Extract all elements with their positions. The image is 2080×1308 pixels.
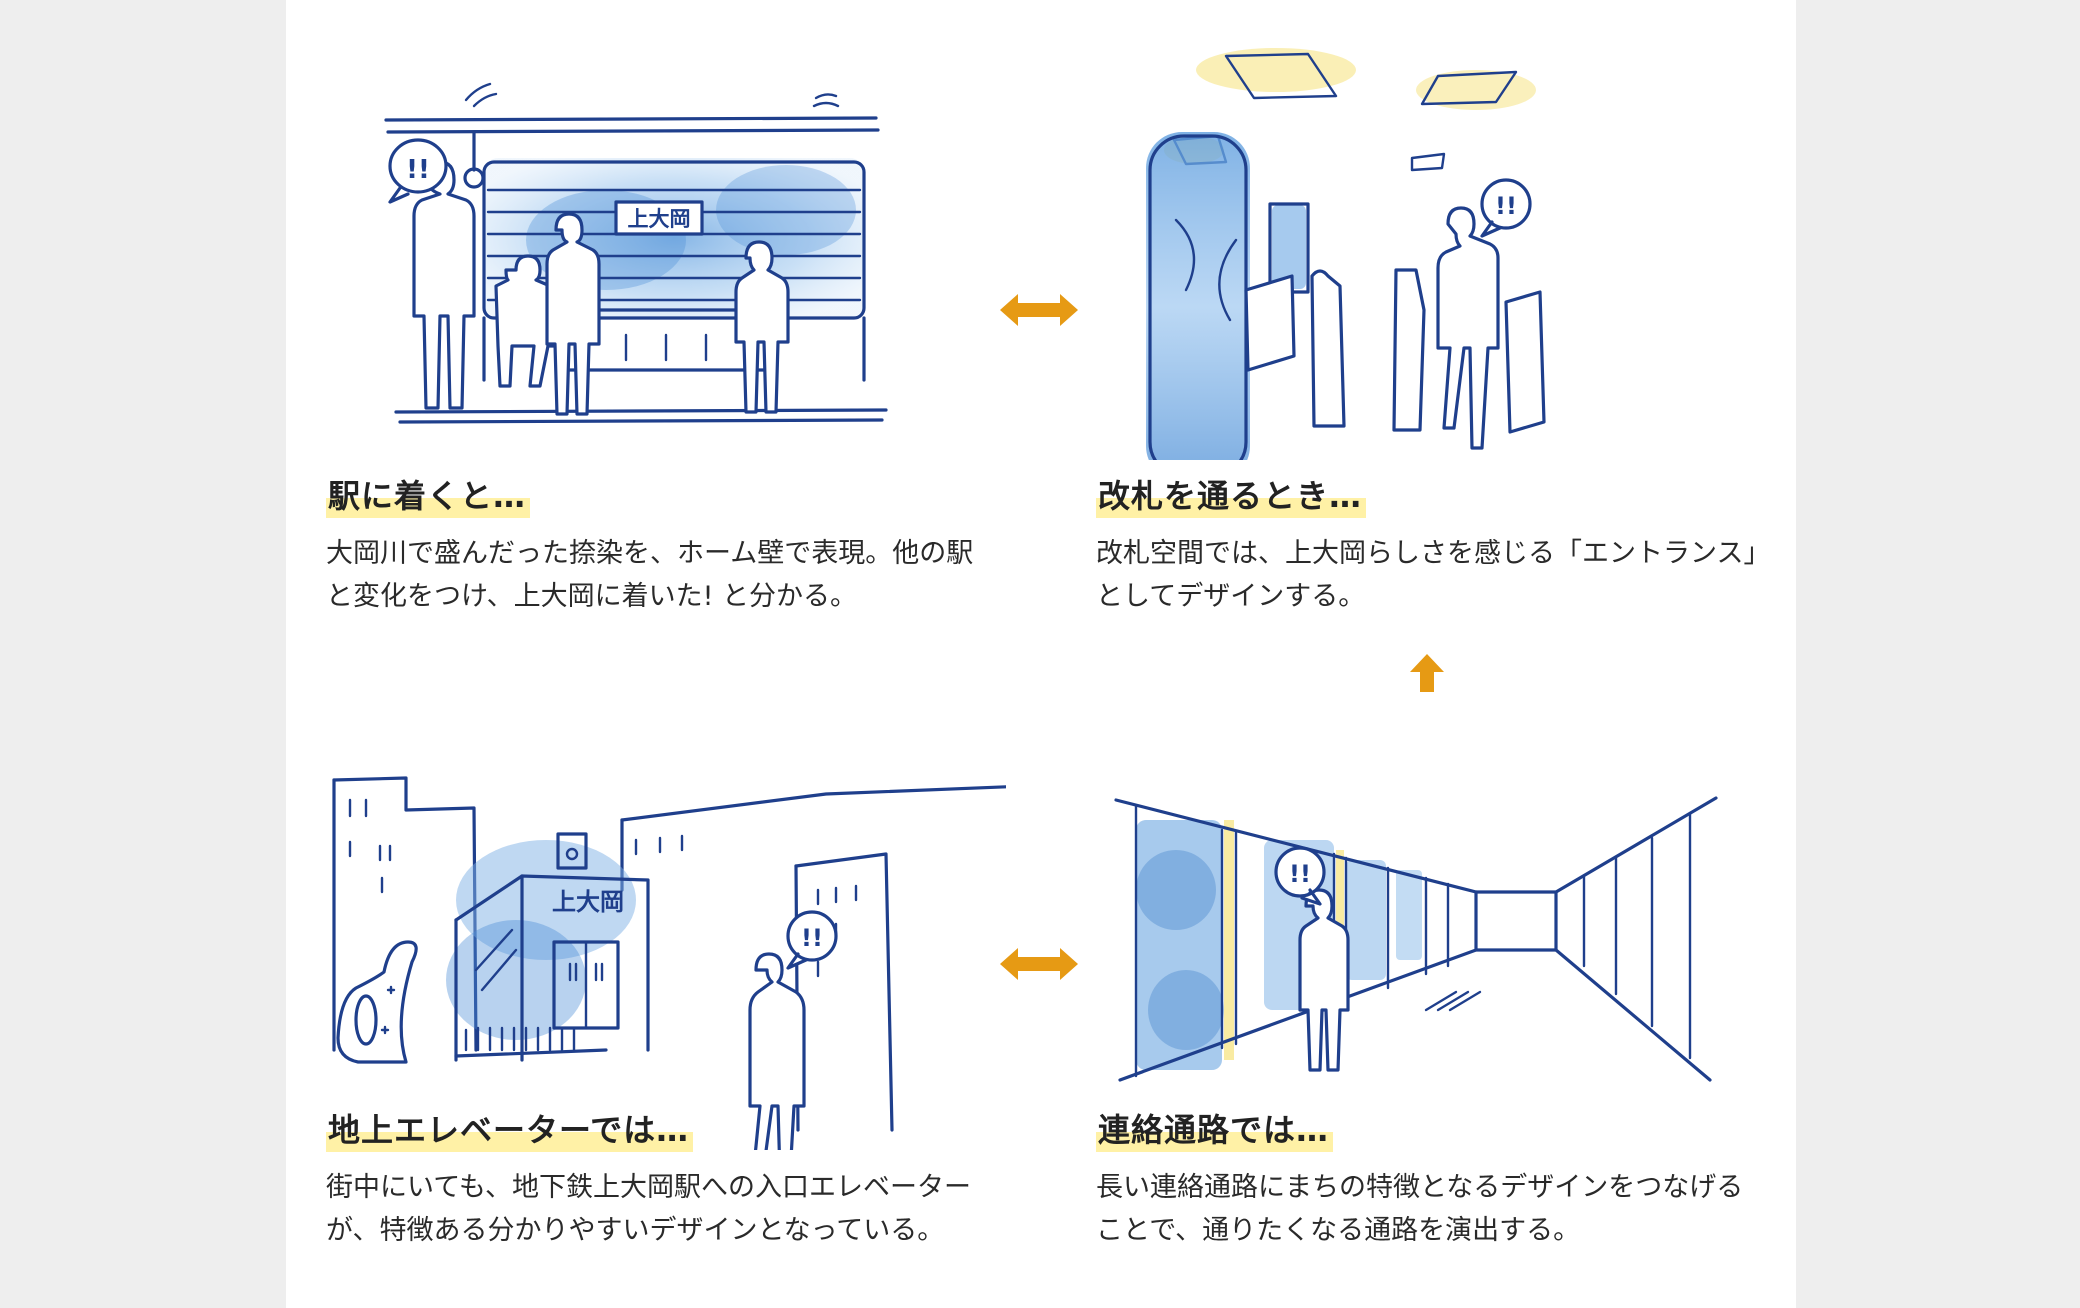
description-gate: 改札空間では、上大岡らしさを感じる「エントランス」 としてデザインする。 xyxy=(1096,532,1776,618)
speech-mark-arrival: !! xyxy=(406,155,430,185)
arrow-up-icon xyxy=(1410,654,1444,692)
platform-illustration: 上大岡 !! xyxy=(384,82,888,424)
speech-mark-gate: !! xyxy=(1495,192,1517,220)
panel-elevator: 上大岡 !! 地上エレベーターでは… 街中にいても、地下鉄上大岡駅への入口エレベ… xyxy=(286,720,1046,1308)
double-arrow-horizontal-icon xyxy=(1000,294,1078,326)
description-passage: 長い連絡通路にまちの特徴となるデザインをつなげる ことで、通りたくなる通路を演出… xyxy=(1096,1166,1776,1252)
description-line: と変化をつけ、上大岡に着いた! と分かる。 xyxy=(326,581,858,612)
description-line: としてデザインする。 xyxy=(1096,581,1366,612)
panel-arrival: 上大岡 !! 駅に着くと… 大岡川で盛んだった捺染を、ホーム壁で表現。他の駅 と… xyxy=(286,0,1046,640)
speech-mark-elevator: !! xyxy=(801,924,823,952)
passage-illustration: !! xyxy=(1114,796,1718,1082)
double-arrow-horizontal-icon xyxy=(1000,948,1078,980)
gate-illustration: !! xyxy=(1146,48,1546,460)
description-line: 街中にいても、地下鉄上大岡駅への入口エレベーター xyxy=(326,1172,972,1203)
description-elevator: 街中にいても、地下鉄上大岡駅への入口エレベーター が、特徴ある分かりやすいデザイ… xyxy=(326,1166,1006,1252)
heading-passage: 連絡通路では… xyxy=(1096,1108,1334,1152)
heading-elevator: 地上エレベーターでは… xyxy=(326,1108,694,1152)
description-line: ことで、通りたくなる通路を演出する。 xyxy=(1096,1215,1581,1246)
panel-passage: !! 連絡通路では… 長い連絡通路にまちの特徴となるデザインをつなげる ことで、… xyxy=(1056,720,1796,1308)
description-line: 大岡川で盛んだった捺染を、ホーム壁で表現。他の駅 xyxy=(326,538,974,569)
panel-gate: !! 改札を通るとき… 改札空間では、上大岡らしさを感じる「エントランス」 とし… xyxy=(1056,0,1796,640)
speech-mark-passage: !! xyxy=(1289,860,1311,888)
diagram-sheet: 上大岡 !! 駅に着くと… 大岡川で盛んだった捺染を、ホーム壁で表現。他の駅 と… xyxy=(286,0,1796,1308)
platform-sign: 上大岡 xyxy=(628,207,691,231)
heading-gate: 改札を通るとき… xyxy=(1096,474,1367,518)
heading-arrival: 駅に着くと… xyxy=(326,474,531,518)
description-line: 長い連絡通路にまちの特徴となるデザインをつなげる xyxy=(1096,1172,1744,1203)
elevator-illustration: 上大岡 !! xyxy=(332,776,1006,1150)
description-line: が、特徴ある分かりやすいデザインとなっている。 xyxy=(326,1215,945,1246)
description-arrival: 大岡川で盛んだった捺染を、ホーム壁で表現。他の駅 と変化をつけ、上大岡に着いた!… xyxy=(326,532,1006,618)
elevator-sign: 上大岡 xyxy=(552,888,624,916)
description-line: 改札空間では、上大岡らしさを感じる「エントランス」 xyxy=(1096,538,1771,569)
